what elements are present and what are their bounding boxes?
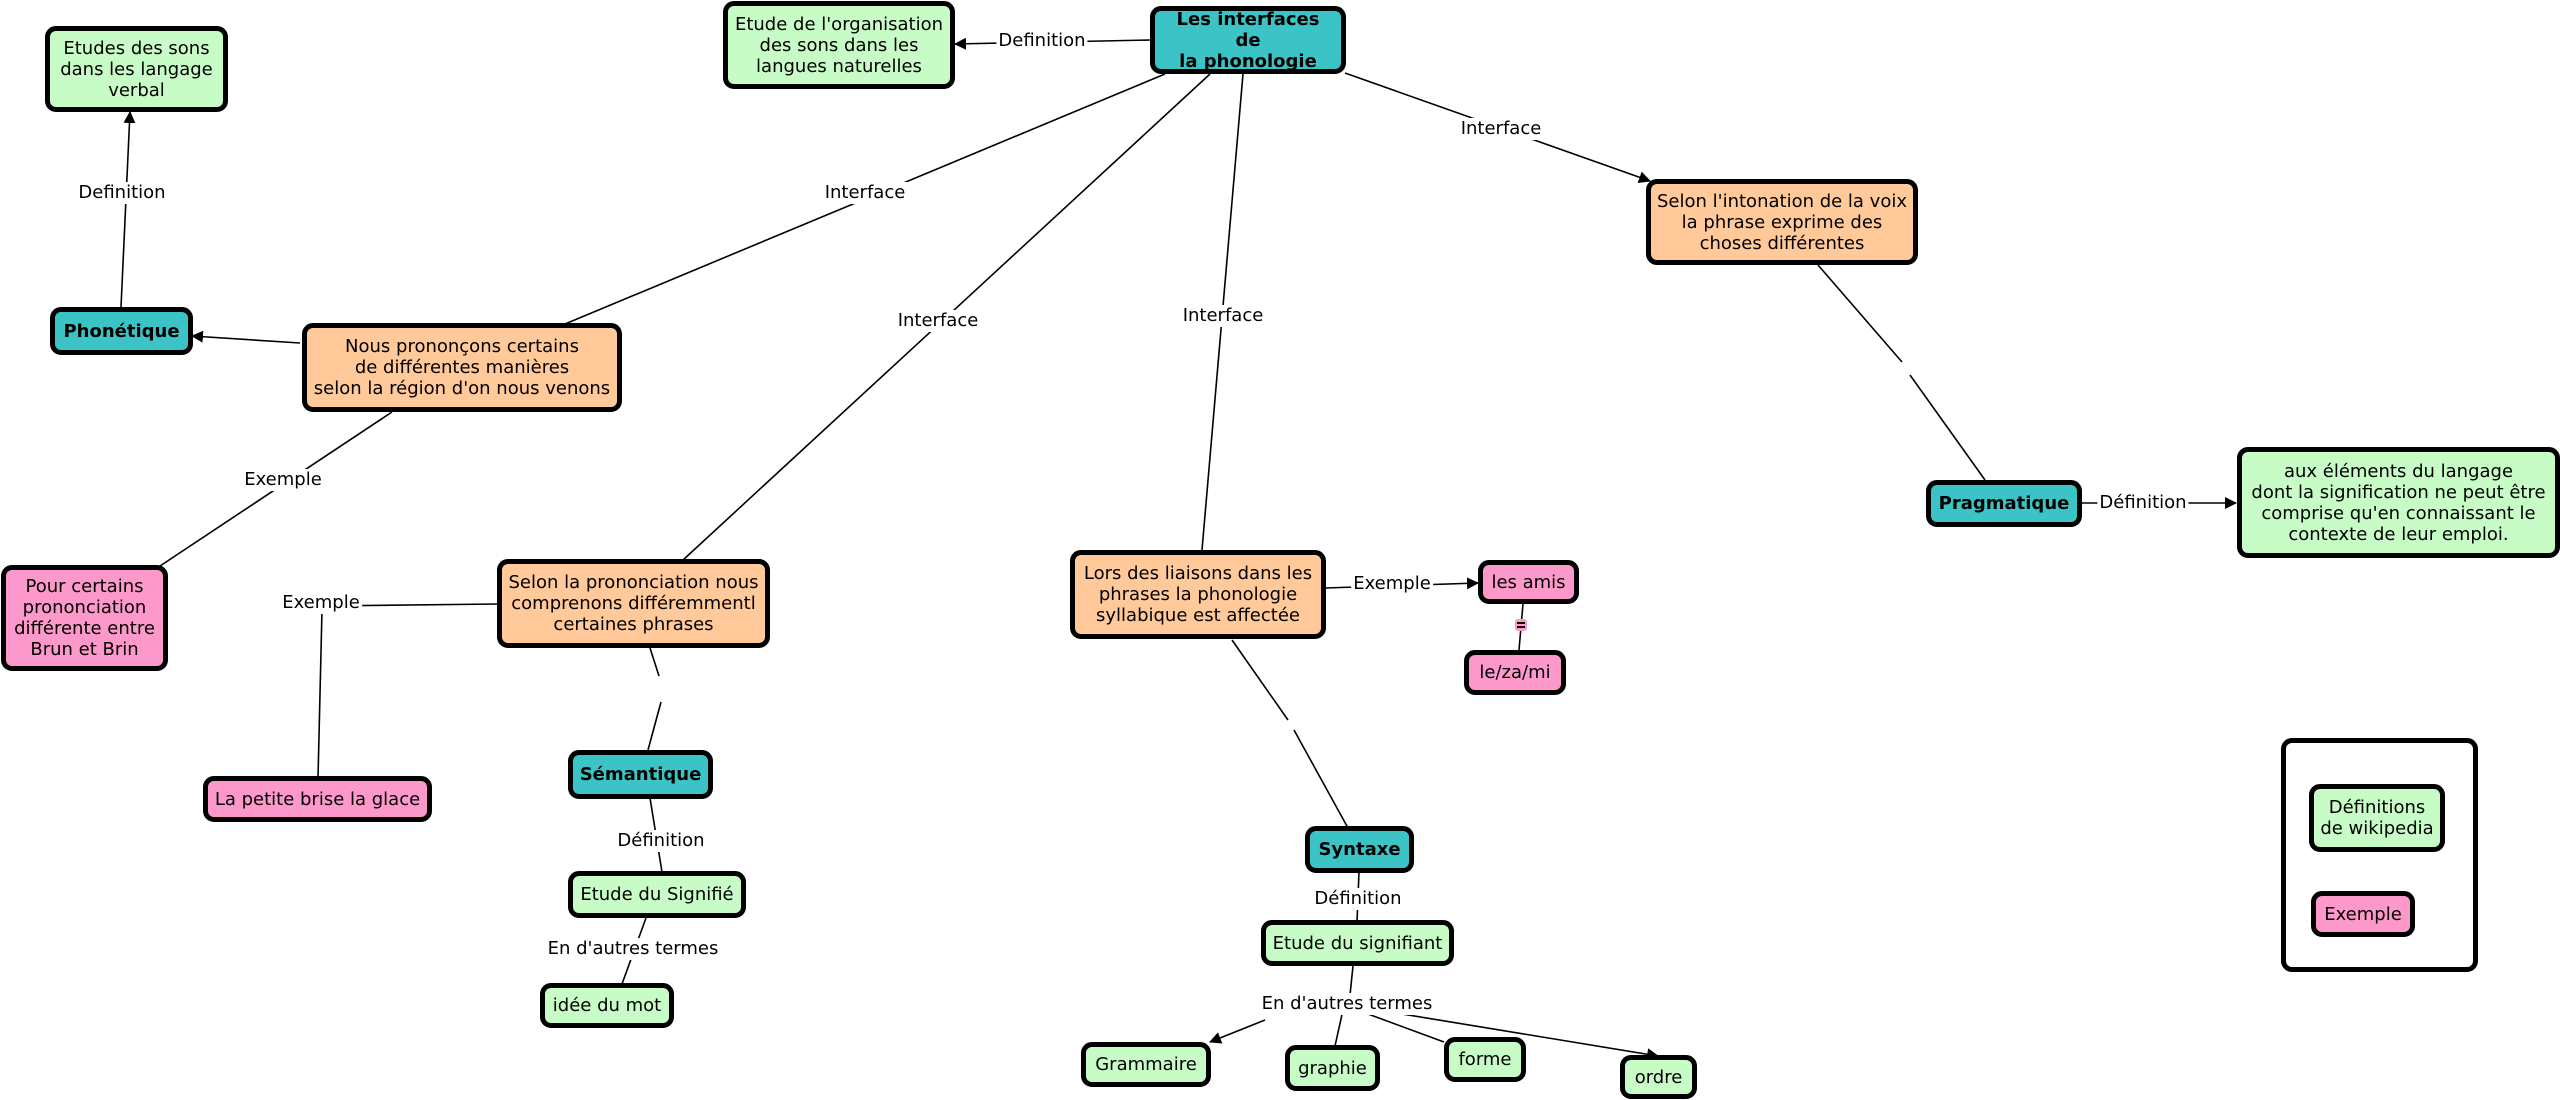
edge-signifiant-grammaire xyxy=(1349,965,1354,996)
edge-liaisons-syntaxe-2 xyxy=(1293,729,1349,829)
label-exemple-brise: Exemple xyxy=(280,592,362,614)
node-etude-signifie[interactable]: Etude du Signifié xyxy=(568,871,746,918)
edge-intonation-pragmatique xyxy=(1817,264,1903,363)
node-le-za-mi[interactable]: le/za/mi xyxy=(1464,650,1566,695)
node-prononcons[interactable]: Nous prononçons certains de différentes … xyxy=(302,323,622,412)
node-intonation[interactable]: Selon l'intonation de la voix la phrase … xyxy=(1646,179,1918,265)
edge-liaisons-syntaxe xyxy=(1231,639,1289,721)
label-definition-organisation: Definition xyxy=(996,30,1088,52)
label-interface-prononcons: Interface xyxy=(822,182,908,204)
node-etudes-sons[interactable]: Etudes des sons dans les langage verbal xyxy=(45,26,228,112)
label-autres-termes-semantique: En d'autres termes xyxy=(545,938,721,960)
label-interface-prononciation: Interface xyxy=(895,310,981,332)
node-ordre[interactable]: ordre xyxy=(1620,1055,1697,1099)
node-pragmatique[interactable]: Pragmatique xyxy=(1926,480,2082,527)
label-exemple-brun: Exemple xyxy=(242,469,324,491)
edge-prononcons-phonetique-2 xyxy=(191,330,301,344)
edge-prononciation-semantique-2 xyxy=(647,701,662,751)
node-les-amis[interactable]: les amis xyxy=(1478,560,1579,604)
node-prononciation[interactable]: Selon la prononciation nous comprenons d… xyxy=(497,559,770,648)
label-definition-phonetique: Definition xyxy=(76,182,168,204)
edge-autres-forme xyxy=(1367,1013,1445,1043)
node-etude-signifiant[interactable]: Etude du signifiant xyxy=(1261,920,1454,966)
label-autres-termes-syntaxe: En d'autres termes xyxy=(1259,993,1435,1015)
node-etude-organisation[interactable]: Etude de l'organisation des sons dans le… xyxy=(723,1,955,89)
label-definition-semantique: Définition xyxy=(615,830,707,852)
edge-autres-graphie xyxy=(1334,1009,1344,1047)
label-definition-pragmatique: Définition xyxy=(2097,492,2189,514)
node-phonetique[interactable]: Phonétique xyxy=(50,307,193,355)
legend-exemple: Exemple xyxy=(2311,891,2415,937)
node-petite-brise[interactable]: La petite brise la glace xyxy=(203,776,432,822)
edge-autres-grammaire xyxy=(1209,1019,1266,1044)
node-syntaxe[interactable]: Syntaxe xyxy=(1305,826,1414,873)
edge-prononciation-semantique xyxy=(649,647,660,677)
edge-autres-ordre xyxy=(1389,1011,1659,1061)
node-brun-brin[interactable]: Pour certains prononciation différente e… xyxy=(1,565,168,671)
edge-phonetique-definition xyxy=(120,111,136,308)
label-interface-liaisons: Interface xyxy=(1180,305,1266,327)
node-grammaire[interactable]: Grammaire xyxy=(1081,1042,1211,1087)
node-forme[interactable]: forme xyxy=(1444,1037,1526,1082)
edge-intonation-pragmatique-2 xyxy=(1909,374,1986,481)
label-definition-syntaxe: Définition xyxy=(1312,888,1404,910)
label-interface-intonation: Interface xyxy=(1458,118,1544,140)
equals-icon xyxy=(1515,619,1527,631)
node-idee-mot[interactable]: idée du mot xyxy=(540,983,674,1028)
node-liaisons[interactable]: Lors des liaisons dans les phrases la ph… xyxy=(1070,550,1326,639)
node-semantique[interactable]: Sémantique xyxy=(568,750,713,799)
node-graphie[interactable]: graphie xyxy=(1285,1045,1380,1091)
node-elements-langage[interactable]: aux éléments du langage dont la signific… xyxy=(2237,447,2560,558)
label-exemple-amis: Exemple xyxy=(1351,573,1433,595)
edge-prononciation-exemple-2 xyxy=(317,609,323,779)
legend-definitions: Définitions de wikipedia xyxy=(2309,784,2445,852)
node-interfaces[interactable]: Les interfaces de la phonologie xyxy=(1150,6,1346,74)
